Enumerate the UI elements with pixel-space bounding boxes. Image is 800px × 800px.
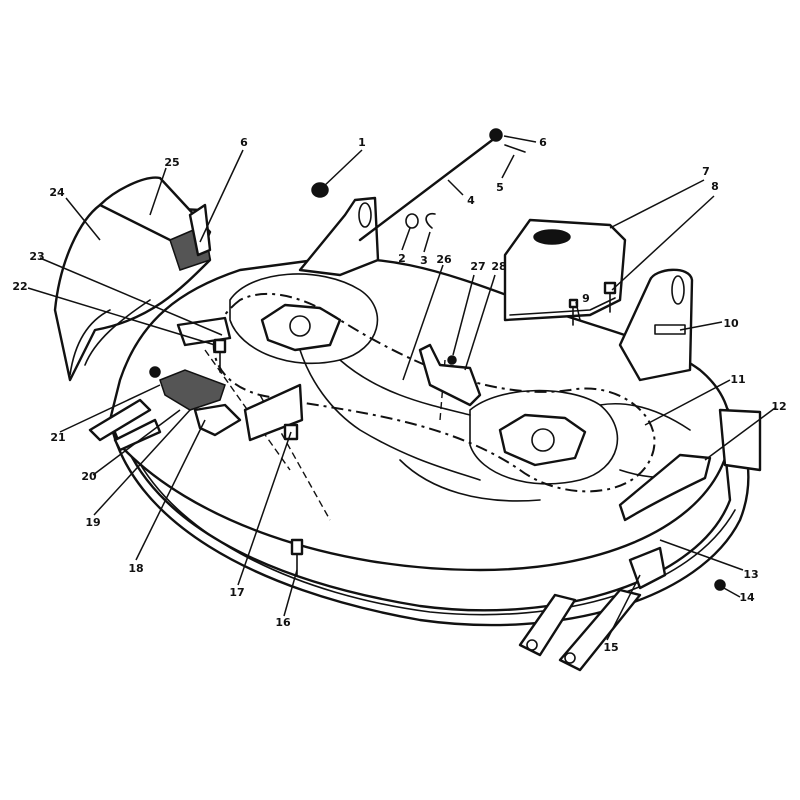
lift-rod-assembly bbox=[311, 128, 526, 242]
callout-25: 25 bbox=[164, 156, 179, 169]
baffle-18 bbox=[193, 403, 242, 437]
mower-deck bbox=[108, 257, 750, 627]
callout-11: 11 bbox=[730, 373, 745, 386]
callout-24: 24 bbox=[49, 186, 65, 199]
callout-2: 2 bbox=[398, 252, 406, 265]
callout-17: 17 bbox=[229, 586, 244, 599]
callout-6-chute: 6 bbox=[240, 136, 248, 149]
front-baffles bbox=[88, 316, 242, 452]
front-wheel-brackets bbox=[518, 546, 667, 672]
deck-brackets bbox=[243, 196, 694, 442]
callout-18: 18 bbox=[128, 562, 143, 575]
callout-6-rod: 6 bbox=[539, 136, 547, 149]
callout-27: 27 bbox=[470, 260, 485, 273]
callouts: 1 2 3 4 5 6 6 7 8 9 10 11 12 13 14 15 16… bbox=[12, 136, 786, 654]
callout-3: 3 bbox=[420, 254, 428, 267]
callout-22: 22 bbox=[12, 280, 27, 293]
callout-7: 7 bbox=[702, 165, 710, 178]
callout-14: 14 bbox=[739, 591, 755, 604]
callout-21: 21 bbox=[50, 431, 65, 444]
callout-28: 28 bbox=[491, 260, 506, 273]
callout-13: 13 bbox=[743, 568, 758, 581]
idler-arm bbox=[418, 343, 482, 407]
discharge-chute bbox=[53, 176, 212, 382]
callout-23: 23 bbox=[29, 250, 44, 263]
belt-shield bbox=[503, 218, 627, 322]
callout-8: 8 bbox=[711, 180, 719, 193]
baffle-20 bbox=[159, 369, 226, 411]
callout-12: 12 bbox=[771, 400, 786, 413]
callout-15: 15 bbox=[603, 641, 618, 654]
callout-26: 26 bbox=[436, 253, 452, 266]
callout-9: 9 bbox=[582, 292, 590, 305]
side-plate bbox=[243, 383, 304, 442]
callout-5: 5 bbox=[496, 181, 504, 194]
hardware bbox=[149, 281, 726, 591]
callout-19: 19 bbox=[85, 516, 100, 529]
callout-20: 20 bbox=[81, 470, 97, 483]
callout-4: 4 bbox=[467, 194, 475, 207]
callout-1: 1 bbox=[358, 136, 366, 149]
callout-16: 16 bbox=[275, 616, 291, 629]
callout-10: 10 bbox=[723, 317, 739, 330]
leader-lines bbox=[27, 135, 776, 641]
